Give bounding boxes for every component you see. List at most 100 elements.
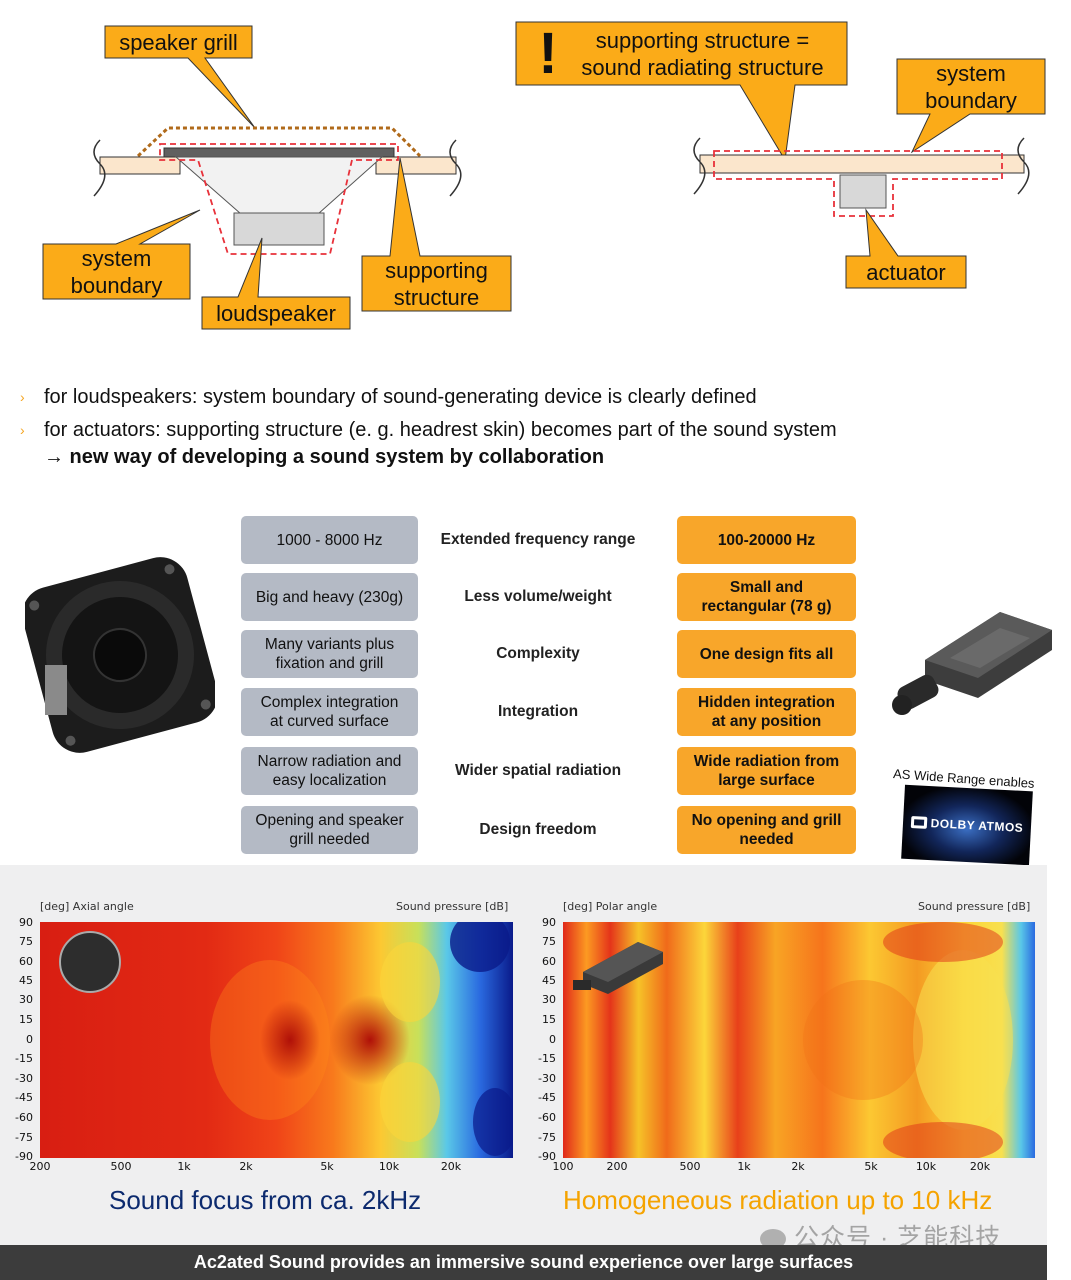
ytick: -30: [538, 1072, 556, 1085]
xtick: 5k: [320, 1160, 334, 1173]
table-row: Narrow radiation and easy localization W…: [241, 743, 856, 799]
ytick: -45: [15, 1091, 33, 1104]
panel-right: [375, 156, 457, 175]
dolby-icon: [910, 816, 928, 829]
list-item: › for loudspeakers: system boundary of s…: [20, 386, 757, 408]
ytick: 45: [542, 974, 556, 987]
xtick: 20k: [440, 1160, 462, 1173]
list-item: › for actuators: supporting structure (e…: [20, 419, 837, 441]
criterion: Less volume/weight: [420, 569, 674, 625]
collaboration-note: → new way of developing a sound system b…: [44, 446, 605, 468]
ytick: 0: [549, 1033, 556, 1046]
ytick: 90: [542, 916, 556, 929]
system-boundary-label-left: system boundary: [70, 246, 163, 298]
xtick: 10k: [378, 1160, 400, 1173]
ytick: -15: [538, 1052, 556, 1065]
table-row: Many variants plus fixation and grill Co…: [241, 626, 856, 682]
ytick: 75: [542, 935, 556, 948]
right-heatmap: [563, 922, 1035, 1158]
ytick: 15: [542, 1013, 556, 1026]
ytick: -90: [15, 1150, 33, 1163]
ytick: -90: [538, 1150, 556, 1163]
left-zlabel: Sound pressure [dB]: [396, 900, 509, 913]
actuator-property: Hidden integration at any position: [677, 688, 856, 736]
xtick: 200: [606, 1160, 628, 1173]
loudspeaker-property: Opening and speaker grill needed: [241, 806, 418, 854]
dolby-atmos-logo: DOLBY ATMOS: [901, 784, 1033, 866]
xtick: 500: [110, 1160, 132, 1173]
ytick: 30: [19, 993, 33, 1006]
actuator-property: 100-20000 Hz: [677, 516, 856, 564]
loudspeaker-diagram: [42, 25, 512, 330]
left-heatmap: [40, 922, 513, 1158]
actuator-photo: [892, 612, 1052, 715]
ytick: 75: [19, 935, 33, 948]
loudspeaker-property: Many variants plus fixation and grill: [241, 630, 418, 678]
actuator-label: actuator: [866, 260, 946, 285]
criterion: Extended frequency range: [420, 512, 674, 568]
actuator-body: [839, 174, 887, 209]
criterion: Wider spatial radiation: [420, 743, 674, 799]
warning-icon: !: [538, 21, 558, 86]
table-row: Opening and speaker grill needed Design …: [241, 802, 856, 858]
loudspeaker-thumbnail: [59, 931, 121, 993]
ytick: 60: [19, 955, 33, 968]
loudspeaker-property: Narrow radiation and easy localization: [241, 747, 418, 795]
table-row: Big and heavy (230g) Less volume/weight …: [241, 569, 856, 625]
loudspeaker-property: 1000 - 8000 Hz: [241, 516, 418, 564]
xtick: 20k: [969, 1160, 991, 1173]
supporting-equals-label: supporting structure = sound radiating s…: [581, 28, 824, 80]
magnet: [233, 212, 325, 246]
actuator-property: Wide radiation from large surface: [677, 747, 856, 795]
footer-banner: Ac2ated Sound provides an immersive soun…: [0, 1245, 1047, 1280]
ytick: 15: [19, 1013, 33, 1026]
xtick: 1k: [737, 1160, 751, 1173]
bullet-icon: ›: [20, 422, 25, 438]
xtick: 1k: [177, 1160, 191, 1173]
ytick: -60: [15, 1111, 33, 1124]
actuator-property: One design fits all: [677, 630, 856, 678]
ytick: -30: [15, 1072, 33, 1085]
right-ylabel: [deg] Polar angle: [563, 900, 658, 913]
xtick: 2k: [791, 1160, 805, 1173]
wechat-icon: [760, 1229, 786, 1250]
loudspeaker-property: Big and heavy (230g): [241, 573, 418, 621]
heatmap-section: [deg] Axial angle Sound pressure [dB]: [0, 865, 1047, 1245]
panel-left: [99, 156, 181, 175]
criterion: Complexity: [420, 626, 674, 682]
left-ylabel: [deg] Axial angle: [40, 900, 134, 913]
xtick: 500: [679, 1160, 701, 1173]
ytick: 0: [26, 1033, 33, 1046]
criterion: Integration: [420, 684, 674, 740]
actuator-diagram: [515, 21, 1046, 289]
right-zlabel: Sound pressure [dB]: [918, 900, 1031, 913]
headrest-panel: [699, 154, 1025, 174]
xtick: 5k: [864, 1160, 878, 1173]
ytick: -15: [15, 1052, 33, 1065]
speaker-grill-label: speaker grill: [119, 30, 238, 55]
loudspeaker-photo: [25, 557, 215, 753]
xtick: 100: [552, 1160, 574, 1173]
loudspeaker-property: Complex integration at curved surface: [241, 688, 418, 736]
criterion: Design freedom: [420, 802, 674, 858]
diagram-svg: [42, 21, 1046, 330]
ytick: 90: [19, 916, 33, 929]
supporting-structure-label: supporting structure: [385, 258, 488, 310]
actuator-property: Small and rectangular (78 g): [677, 573, 856, 621]
ytick: 30: [542, 993, 556, 1006]
ytick: 60: [542, 955, 556, 968]
xtick: 2k: [239, 1160, 253, 1173]
left-caption: Sound focus from ca. 2kHz: [109, 1185, 422, 1215]
actuator-thumbnail: [573, 942, 663, 994]
xtick: 10k: [915, 1160, 937, 1173]
ytick: -75: [538, 1131, 556, 1144]
ytick: -45: [538, 1091, 556, 1104]
table-row: 1000 - 8000 Hz Extended frequency range …: [241, 512, 856, 568]
xtick: 200: [29, 1160, 51, 1173]
system-boundary-label-right: system boundary: [925, 61, 1017, 113]
actuator-property: No opening and grill needed: [677, 806, 856, 854]
bullet-list: › for loudspeakers: system boundary of s…: [20, 384, 1040, 470]
ytick: -75: [15, 1131, 33, 1144]
ytick: 45: [19, 974, 33, 987]
table-row: Complex integration at curved surface In…: [241, 684, 856, 740]
